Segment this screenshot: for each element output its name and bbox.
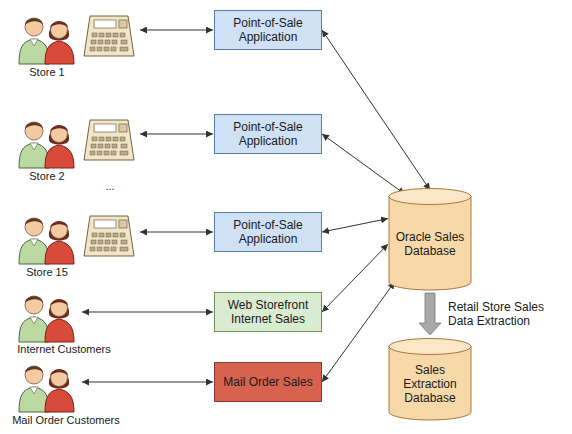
register-icon	[84, 120, 134, 160]
connector-arrow	[322, 219, 388, 232]
ellipsis-mark: ...	[90, 180, 130, 193]
extraction-arrow	[419, 293, 441, 335]
process-box: Point-of-Sale Application	[214, 212, 322, 252]
node-text: Point-of-Sale Application	[221, 120, 315, 148]
register-icon	[84, 16, 134, 56]
people-icon	[19, 122, 74, 168]
process-box: Point-of-Sale Application	[214, 114, 322, 154]
database-cylinder: Oracle Sales Database	[388, 188, 472, 290]
customer-label: Store 1	[2, 66, 92, 79]
process-box: Mail Order Sales	[214, 362, 322, 402]
connector-arrow	[322, 30, 430, 190]
node-text: Oracle Sales Database	[394, 230, 466, 258]
customer-link	[82, 382, 213, 383]
node-text: Point-of-Sale Application	[221, 16, 315, 44]
edge-label: Retail Store Sales Data Extraction	[446, 300, 554, 328]
people-icon	[19, 218, 74, 264]
people-icon	[19, 18, 74, 64]
connector-arrow	[322, 244, 388, 312]
customer-link	[140, 232, 213, 233]
node-text: Web Storefront Internet Sales	[221, 298, 315, 326]
customer-label: Internet Customers	[2, 343, 126, 356]
node-text: Sales Extraction Database	[394, 363, 466, 405]
node-text: Mail Order Sales	[223, 375, 312, 389]
node-text: Point-of-Sale Application	[221, 218, 315, 246]
customer-label: Store 2	[2, 170, 92, 183]
customer-link	[82, 312, 213, 313]
customer-label: Mail Order Customers	[3, 414, 129, 427]
people-icon	[19, 296, 74, 342]
people-icon	[19, 366, 74, 412]
connector-arrow	[322, 134, 405, 194]
process-box: Web Storefront Internet Sales	[214, 292, 322, 332]
connector-arrow	[322, 282, 395, 382]
customer-link	[140, 134, 213, 135]
process-box: Point-of-Sale Application	[214, 10, 322, 50]
database-cylinder: Sales Extraction Database	[388, 338, 472, 420]
customer-label: Store 15	[2, 266, 92, 279]
register-icon	[84, 216, 134, 256]
customer-link	[140, 30, 213, 31]
